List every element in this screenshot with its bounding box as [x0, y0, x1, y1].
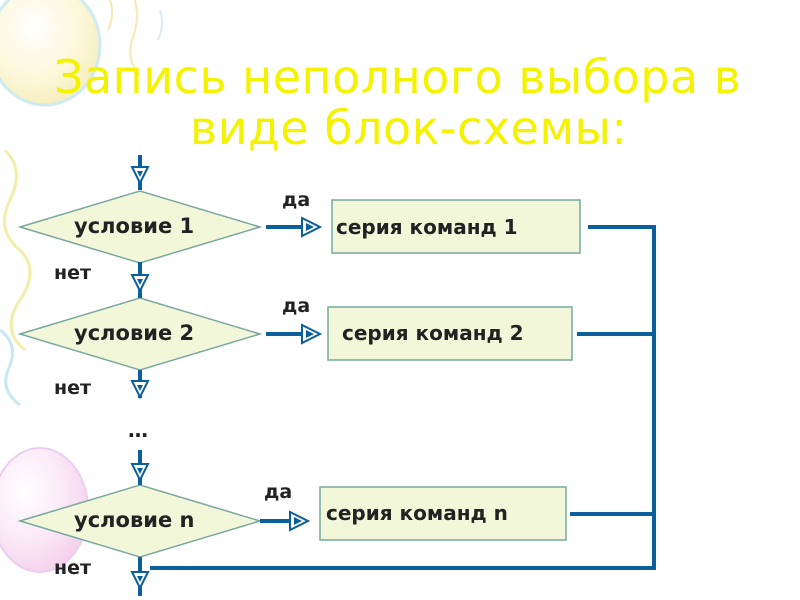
- command-n-box: [319, 486, 567, 541]
- command-2-box: [327, 306, 573, 361]
- title-line-2: виде блок-схемы:: [190, 101, 628, 155]
- condition-1-diamond: [17, 190, 263, 264]
- streamer-left: [2, 148, 32, 352]
- yes-label-2: да: [282, 295, 311, 317]
- no-label-n: нет: [54, 557, 92, 579]
- condition-1-label: условие 1: [74, 214, 195, 238]
- no-label-2: нет: [54, 377, 92, 399]
- ellipsis-label: …: [128, 418, 148, 442]
- down-arrow-2-marker: [137, 385, 143, 391]
- streamer-top-2: [107, 0, 114, 31]
- merge-line-right: [150, 225, 656, 570]
- condition-n-label: условие n: [74, 508, 195, 532]
- streamer-top-1: [129, 0, 141, 76]
- no-label-1: нет: [54, 262, 92, 284]
- yes-label-1: да: [282, 189, 311, 211]
- yes-arrow-head-n-marker: [294, 517, 302, 525]
- command-n-label: серия команд n: [326, 501, 508, 525]
- yes-label-n: да: [264, 481, 293, 503]
- down-arrow-bottom-marker: [137, 576, 143, 582]
- down-arrow-to-n-marker: [137, 468, 143, 474]
- down-arrow-top-marker: [137, 171, 143, 177]
- streamer-top-3: [157, 9, 164, 41]
- yes-arrow-head-2-marker: [306, 330, 314, 338]
- condition-2-label: условие 2: [74, 321, 195, 345]
- balloon-yellow: [0, 0, 102, 107]
- shapes-layer: [17, 190, 581, 558]
- condition-2-diamond: [17, 297, 263, 371]
- title-line-1: Запись неполного выбора в: [54, 50, 742, 104]
- command-2-label: серия команд 2: [342, 321, 524, 345]
- yes-arrow-head-1-marker: [306, 223, 314, 231]
- streamer-left-2: [0, 328, 21, 407]
- connectors-layer: [130, 155, 656, 596]
- background-decoration: [0, 0, 164, 573]
- command-1-box: [331, 199, 581, 254]
- command-1-label: серия команд 1: [336, 215, 518, 239]
- down-arrow-1-marker: [137, 279, 143, 285]
